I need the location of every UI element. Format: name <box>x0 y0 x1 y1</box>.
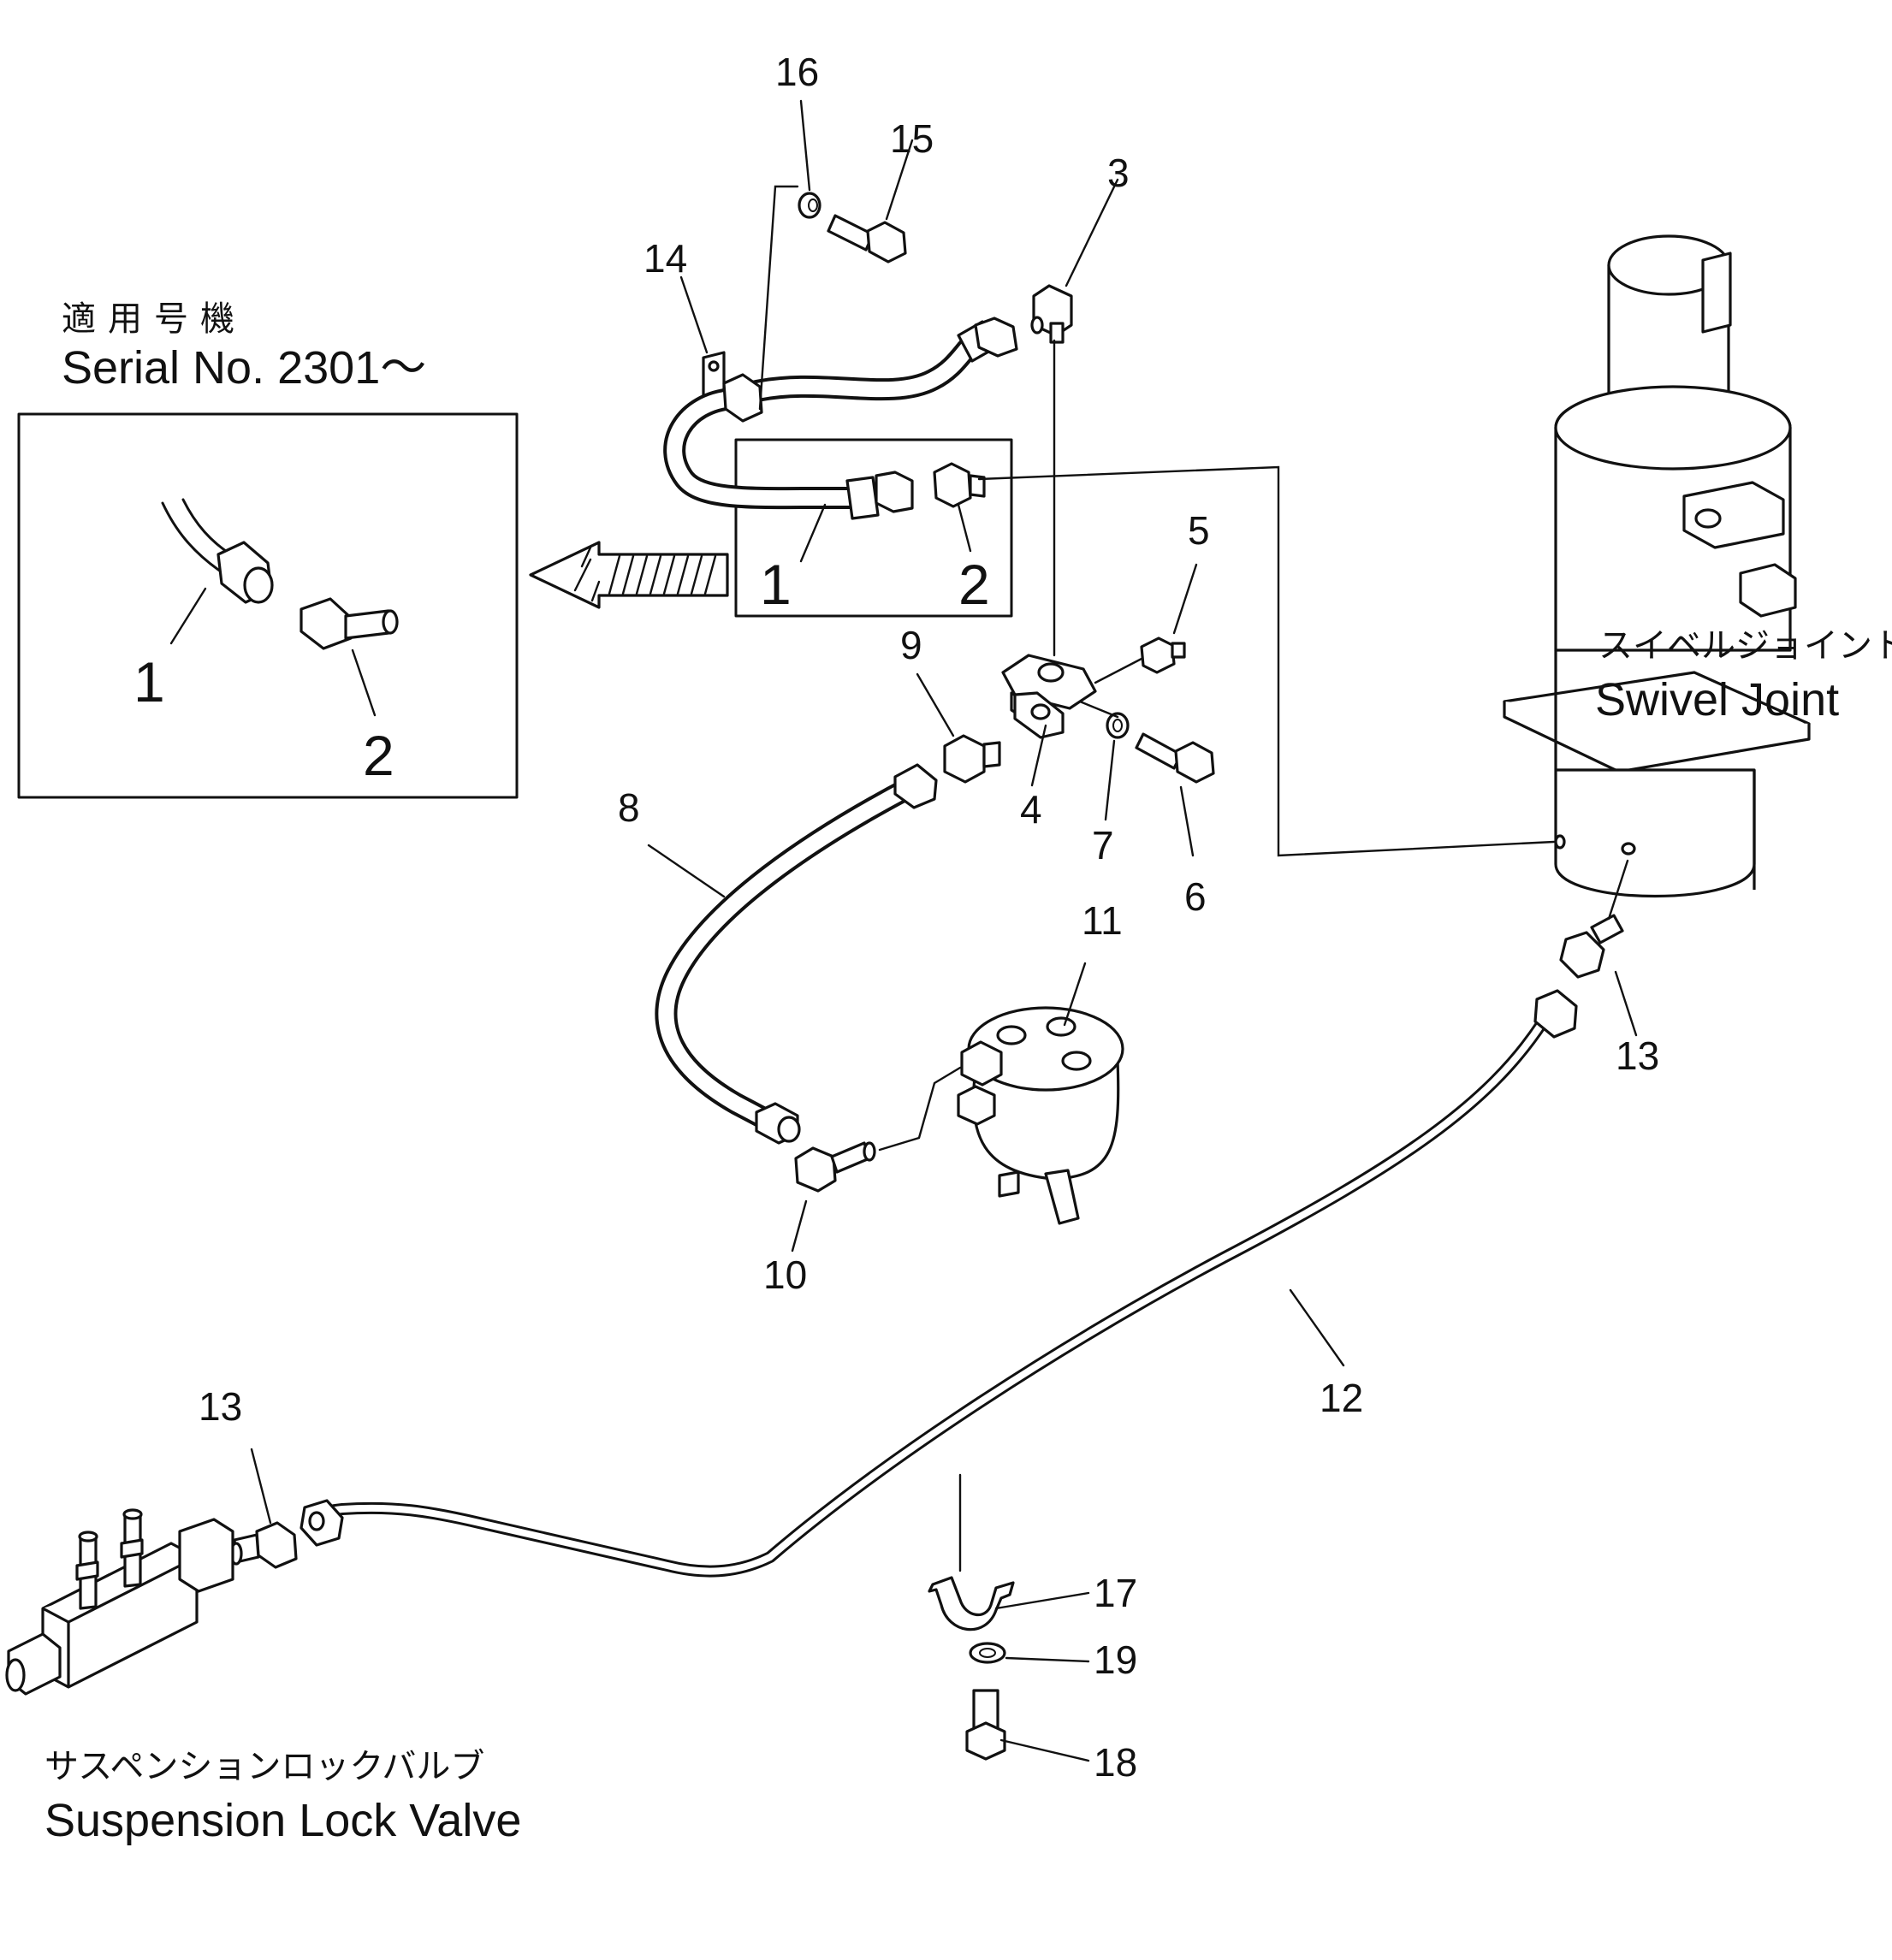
clamp-assembly <box>928 1473 1015 1761</box>
inset-elbow-end <box>382 609 399 635</box>
swivel-joint-jp-label: スイベルジョイント <box>1598 626 1892 666</box>
brake-chamber-11 <box>878 1006 1124 1225</box>
upper-hose-nut-b <box>974 317 1018 358</box>
callout-6: 6 <box>1184 874 1207 919</box>
callout-19: 19 <box>1094 1637 1137 1682</box>
valve-assembly-4 <box>943 339 1215 784</box>
plug-5 <box>1140 637 1176 674</box>
swivel-port-block-b <box>1739 563 1797 618</box>
bracket-14-hole <box>708 360 720 372</box>
callout-3: 3 <box>1107 151 1130 195</box>
adapter-part-2 <box>933 462 972 508</box>
valve-4-port <box>1037 662 1065 683</box>
callout-12: 12 <box>1320 1376 1363 1420</box>
upper-hose-assembly <box>663 185 1073 520</box>
inset-hose-nut-face <box>243 566 274 604</box>
inset-elbow-body <box>300 597 353 650</box>
adapter-part-2-tip <box>969 474 986 498</box>
detail-label-2: 2 <box>958 553 990 616</box>
hose-8-nut-top <box>893 763 938 809</box>
applicable-serial-jp: 適用号機 <box>62 299 246 339</box>
guide-4-5 <box>1094 657 1143 684</box>
inset-hose-line-a <box>161 501 222 573</box>
connector-13-lower <box>255 1521 298 1569</box>
inset-detail: 1 2 <box>17 412 519 799</box>
bolt-15-shank <box>827 214 875 252</box>
tube-12-nut-upper <box>1533 989 1578 1039</box>
tube-12 <box>300 989 1578 1578</box>
hose-clamp-end <box>722 373 763 423</box>
guide-2-swivel <box>977 465 1556 857</box>
swivel-port-right <box>1621 842 1636 856</box>
inset-label-2: 2 <box>363 724 394 787</box>
inset-elbow-stem <box>344 609 390 640</box>
callout-13-lower: 13 <box>199 1384 242 1429</box>
hose-1-nut <box>875 471 914 513</box>
detail-arrow <box>529 541 729 609</box>
callout-13-upper: 13 <box>1616 1033 1659 1078</box>
chamber-11-port <box>960 1040 1003 1087</box>
suspension-lock-valve <box>5 1508 234 1696</box>
bolt-18-head <box>965 1721 1006 1761</box>
hose-1-ferrule <box>845 476 880 520</box>
elbow-10-body <box>794 1146 837 1193</box>
callout-8: 8 <box>618 785 640 830</box>
callout-11: 11 <box>1082 898 1123 943</box>
callout-10: 10 <box>763 1252 807 1297</box>
bolt-6-head <box>1174 741 1215 784</box>
chamber-11-pushrod <box>1044 1169 1080 1225</box>
clamp-17 <box>928 1576 1015 1631</box>
swivel-joint <box>1503 234 1811 897</box>
guide-swivel-13 <box>1607 859 1629 921</box>
guide-10-11 <box>878 1066 962 1152</box>
callout-7: 7 <box>1092 823 1114 867</box>
guide-14-15 <box>758 185 799 411</box>
lock-valve-end-block <box>178 1518 234 1593</box>
inset-frame <box>17 412 519 799</box>
swivel-lower-body <box>1554 650 1756 897</box>
callout-18: 18 <box>1094 1740 1137 1785</box>
tube-12-body <box>302 1017 1548 1578</box>
bolt-15-head <box>866 221 907 264</box>
bolt-6-shank <box>1135 732 1183 770</box>
lock-valve-label: Suspension Lock Valve <box>44 1795 521 1846</box>
inset-leader-2 <box>351 648 377 717</box>
adapter-9 <box>943 734 986 784</box>
detail-label-1: 1 <box>760 553 792 616</box>
connector-13-upper <box>1559 931 1605 979</box>
hose-8 <box>655 763 938 1145</box>
callout-17: 17 <box>1094 1571 1137 1615</box>
callout-9: 9 <box>900 623 922 667</box>
elbow-3-stem <box>1049 322 1065 344</box>
callout-14: 14 <box>644 236 687 281</box>
inset-leader-1 <box>169 587 207 645</box>
arrow-hatching <box>573 546 717 602</box>
callout-5: 5 <box>1188 508 1210 553</box>
guide-4-7 <box>1078 700 1119 719</box>
callout-leaders <box>250 99 1638 1762</box>
elbow-10 <box>794 1141 876 1193</box>
swivel-joint-label: Swivel Joint <box>1595 674 1839 725</box>
callout-16: 16 <box>775 50 819 94</box>
elbow-3-port <box>1030 316 1044 335</box>
detail-frame <box>734 438 1013 618</box>
swivel-port-left <box>1554 834 1566 850</box>
callout-4: 4 <box>1020 787 1042 832</box>
inset-label-1: 1 <box>133 650 165 714</box>
swivel-port-block-a <box>1682 481 1785 549</box>
lock-valve-jp-label: サスペンションロックバルブ <box>44 1747 484 1786</box>
callout-15: 15 <box>890 116 934 161</box>
serial-number-label: Serial No. 2301～ <box>62 342 426 394</box>
